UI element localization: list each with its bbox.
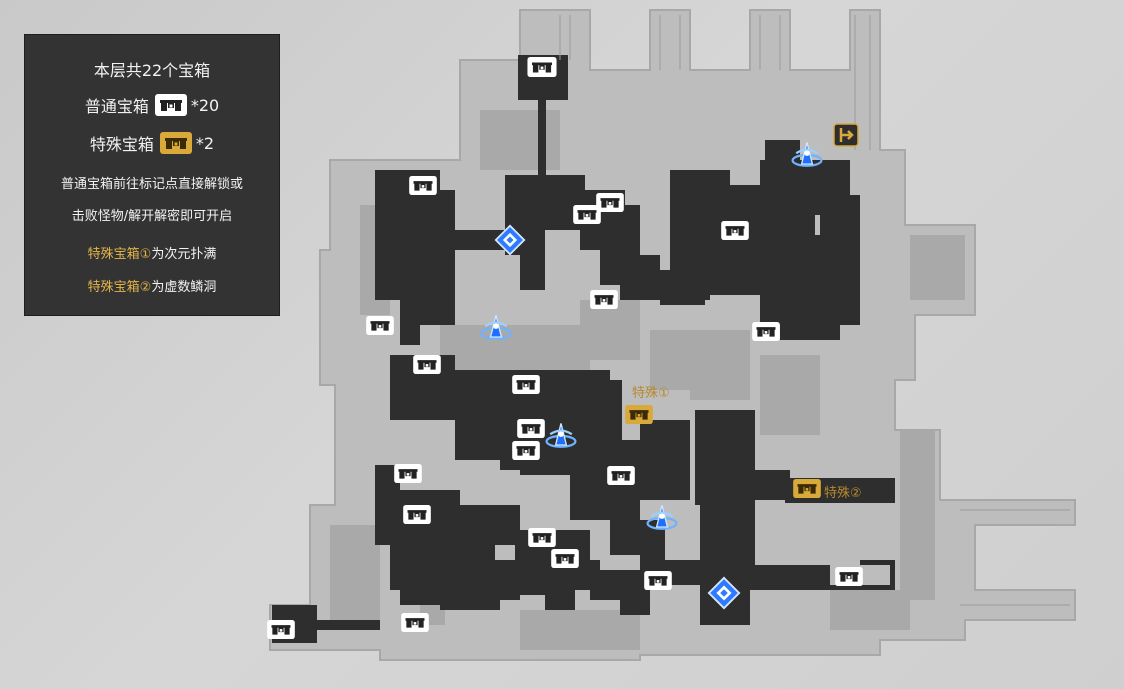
normal-chest-icon[interactable]: [517, 419, 545, 438]
legend-special1-desc: 为次元扑满: [151, 247, 217, 262]
legend-special1-name: 特殊宝箱①: [87, 247, 152, 262]
normal-chest-icon[interactable]: [394, 464, 422, 483]
normal-chest-icon[interactable]: [644, 571, 672, 590]
legend-special-row: 特殊宝箱 *2: [25, 131, 279, 155]
special1-map-label: 特殊①: [632, 386, 670, 401]
legend-special2-row: 特殊宝箱② 为虚数鳞洞: [25, 276, 279, 295]
normal-chest-icon[interactable]: [409, 176, 437, 195]
special-chest-icon: [159, 132, 192, 154]
special2-map-label: 特殊②: [824, 486, 862, 501]
legend-special1-row: 特殊宝箱① 为次元扑满: [25, 243, 279, 262]
chest-legend-panel: 本层共22个宝箱 普通宝箱 *20 特殊宝箱 *2 普通宝箱前往标记点直接解锁或…: [24, 34, 280, 316]
special-chest-icon[interactable]: [793, 479, 821, 498]
normal-chest-icon: [154, 94, 187, 116]
normal-chest-icon[interactable]: [413, 355, 441, 374]
legend-normal-row: 普通宝箱 *20: [25, 93, 279, 117]
normal-chest-icon[interactable]: [527, 57, 557, 77]
legend-special-count: *2: [195, 133, 215, 153]
legend-special2-name: 特殊宝箱②: [87, 280, 152, 295]
legend-note-line2: 击败怪物/解开解密即可开启: [71, 209, 233, 224]
normal-chest-icon[interactable]: [607, 466, 635, 485]
legend-special2-desc: 为虚数鳞洞: [151, 280, 217, 295]
normal-chest-icon[interactable]: [512, 375, 540, 394]
normal-chest-icon[interactable]: [752, 322, 780, 341]
special-chest-icon[interactable]: [625, 405, 653, 424]
normal-chest-icon[interactable]: [366, 316, 394, 335]
normal-chest-icon[interactable]: [528, 528, 556, 547]
normal-chest-icon[interactable]: [573, 205, 601, 224]
legend-title: 本层共22个宝箱: [93, 61, 211, 80]
normal-chest-icon[interactable]: [512, 441, 540, 460]
normal-chest-icon[interactable]: [721, 221, 749, 240]
normal-chest-icon[interactable]: [403, 505, 431, 524]
normal-chest-icon[interactable]: [590, 290, 618, 309]
normal-chest-icon[interactable]: [401, 613, 429, 632]
stair-texture: [559, 15, 1070, 606]
legend-normal-label: 普通宝箱: [84, 97, 149, 116]
normal-chest-icon[interactable]: [267, 620, 295, 639]
legend-special-label: 特殊宝箱: [89, 135, 154, 154]
explored-area: [272, 55, 895, 643]
normal-chest-icon[interactable]: [551, 549, 579, 568]
normal-chest-icon[interactable]: [835, 567, 863, 586]
legend-note-line1: 普通宝箱前往标记点直接解锁或: [60, 177, 243, 192]
legend-normal-count: *20: [190, 95, 220, 115]
exit-door-icon[interactable]: [833, 123, 859, 147]
